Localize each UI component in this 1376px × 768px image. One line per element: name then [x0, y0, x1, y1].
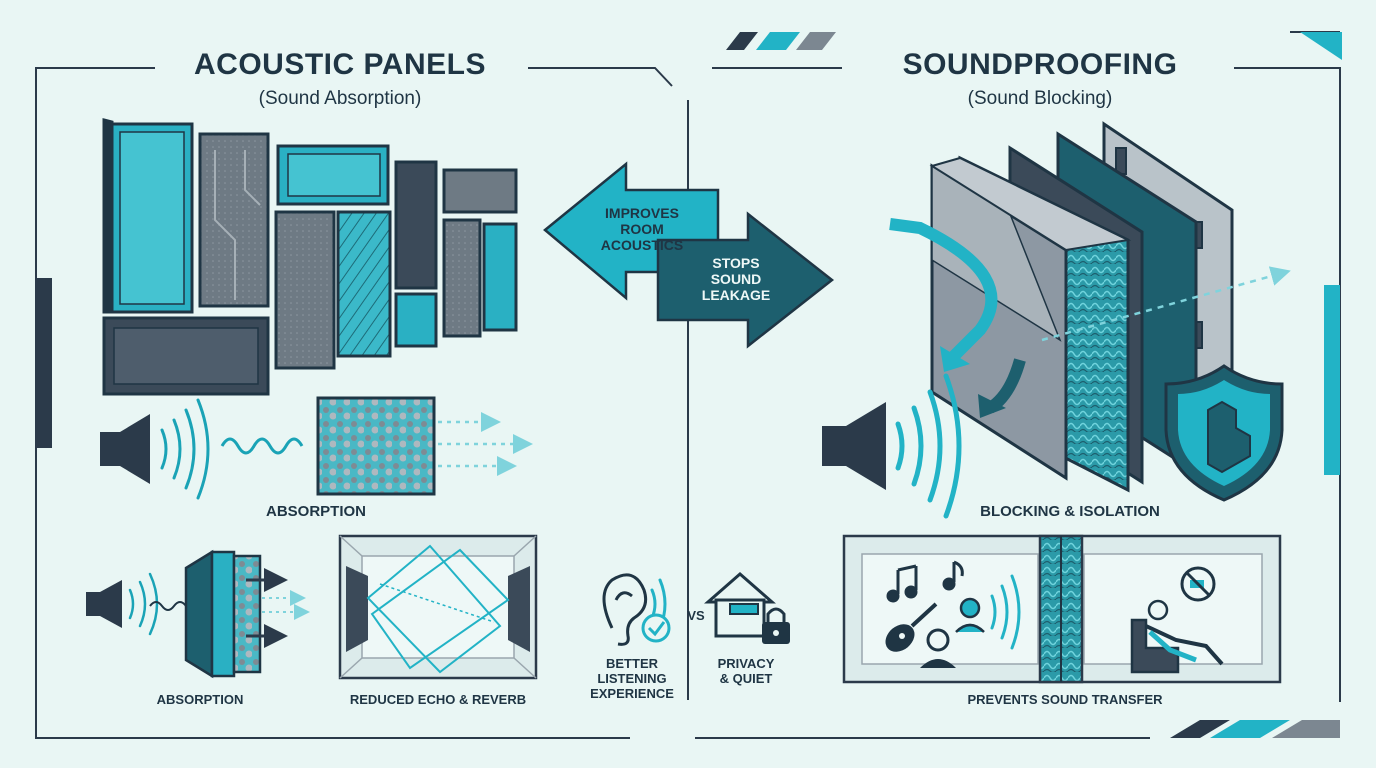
blocking-isolation-caption: BLOCKING & ISOLATION: [980, 503, 1160, 520]
padlock-icon: [762, 607, 790, 644]
sound-waves-icon: [160, 398, 210, 500]
privacy-line: PRIVACY: [717, 656, 775, 671]
shield-icon: [1164, 364, 1284, 502]
speaker-icon: [86, 580, 122, 628]
echo-reverb-caption: REDUCED ECHO & REVERB: [349, 692, 527, 707]
right-subtitle: (Sound Blocking): [967, 88, 1113, 109]
absorption-closeup: [86, 549, 310, 679]
stops-line: STOPS: [712, 255, 760, 271]
left-absorption-caption: ABSORPTION: [265, 503, 366, 520]
acoustic-panel-wall: [102, 118, 518, 396]
stops-leakage-label: STOPS SOUND LEAKAGE: [676, 255, 796, 303]
speaker-icon: [822, 402, 886, 490]
left-subtitle: (Sound Absorption): [258, 88, 422, 109]
listening-line: LISTENING: [597, 671, 667, 686]
deflected-sound-arrow: [889, 218, 1291, 418]
right-title: SOUNDPROOFING: [902, 48, 1178, 81]
improves-acoustics-label: IMPROVES ROOM ACOUSTICS: [582, 205, 702, 253]
music-note-icon: [886, 560, 964, 603]
sound-transfer-caption: PREVENTS SOUND TRANSFER: [967, 692, 1163, 707]
left-bottom-absorption-caption: ABSORPTION: [156, 692, 244, 707]
echo-room: [338, 534, 538, 680]
acoustics-line: ACOUSTICS: [600, 237, 684, 253]
sound-waves-icon: [895, 373, 962, 519]
quiet-line: & QUIET: [719, 671, 773, 686]
experience-line: EXPERIENCE: [590, 686, 674, 701]
vs-label: VS: [687, 608, 705, 623]
person-icon: [920, 597, 985, 668]
ear-icon: [602, 573, 648, 646]
relaxing-person: [1130, 599, 1224, 674]
listening-benefit-label: BETTER LISTENING EXPERIENCE: [580, 656, 684, 701]
house-icon: [704, 572, 776, 638]
speaker-icon: [100, 414, 150, 484]
no-noise-icon: [1180, 566, 1216, 602]
guitar-icon: [885, 602, 938, 652]
frame-accents: [36, 32, 1342, 738]
soundproof-wall: [929, 121, 1234, 493]
sound-transfer-room: [842, 534, 1282, 684]
absorption-diagram: [100, 396, 533, 500]
left-title: ACOUSTIC PANELS: [194, 48, 486, 81]
better-line: BETTER: [606, 656, 658, 671]
comparison-arrows: [543, 161, 835, 349]
checkmark-icon: [641, 613, 671, 643]
sound-waves-icon: [990, 574, 1021, 650]
privacy-benefit-label: PRIVACY & QUIET: [698, 656, 794, 686]
sound-line: SOUND: [710, 271, 762, 287]
improves-line: IMPROVES: [605, 205, 679, 221]
room-line: ROOM: [620, 221, 664, 237]
leakage-line: LEAKAGE: [701, 287, 771, 303]
